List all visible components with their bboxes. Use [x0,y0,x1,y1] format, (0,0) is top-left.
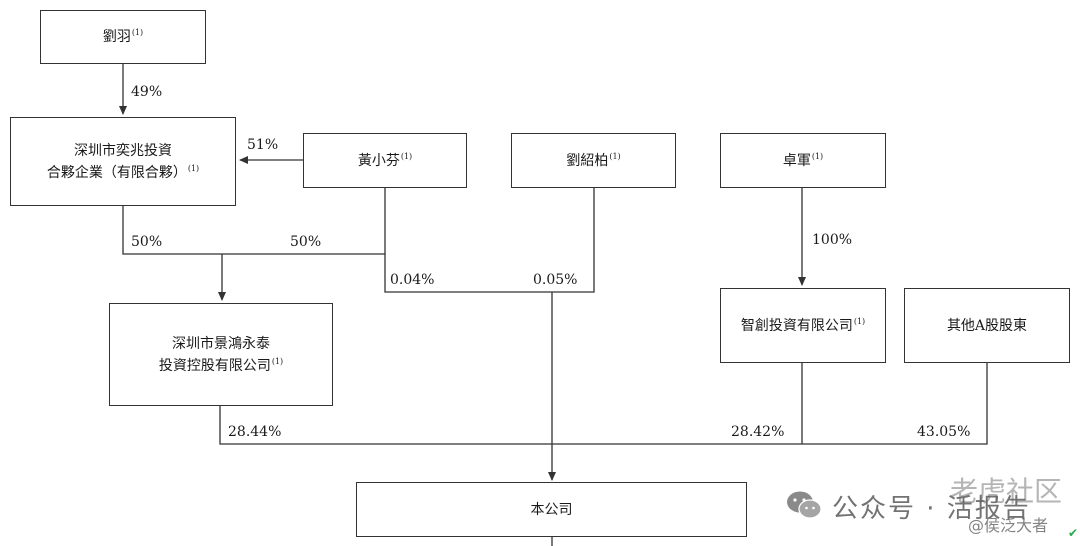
pct-liu-shaobo-to-company: 0.05% [533,272,578,288]
entity-company: 本公司 [356,482,747,537]
note-marker: (1) [609,151,621,161]
entity-others: 其他A股股東 [904,288,1070,363]
huang-label: 黃小芬(1) [358,150,412,172]
liu-shaobo-name: 劉紹柏 [566,152,609,169]
note-marker: (1) [400,151,413,161]
company-label: 本公司 [530,501,573,518]
zhuo-name: 卓軍 [782,152,811,169]
entity-yizhao: 深圳市奕兆投資 合夥企業（有限合夥）(1) [10,117,236,206]
yizhao-line2-text: 合夥企業（有限合夥） [46,164,187,181]
note-marker: (1) [853,316,866,326]
zhichuang-label: 智創投資有限公司(1) [741,315,865,337]
jinghong-line2: 投資控股有限公司(1) [159,355,283,377]
note-marker: (1) [187,163,200,173]
liu-yu-name: 劉羽 [102,29,131,45]
pct-huang-to-company: 0.04% [390,272,435,288]
note-marker: (1) [271,356,284,366]
pct-zhuo-to-zhichuang: 100% [812,232,853,248]
note-marker: (1) [811,151,824,161]
others-label: 其他A股股東 [946,317,1028,334]
pct-jinghong-to-company: 28.44% [228,424,282,440]
entity-liu-yu: 劉羽(1) [40,10,206,64]
note-marker: (1) [131,28,144,38]
liu-shaobo-label: 劉紹柏(1) [566,150,620,172]
entity-jinghong: 深圳市景鴻永泰 投資控股有限公司(1) [109,303,333,406]
pct-liu-to-yizhao: 49% [131,84,163,100]
yizhao-line1: 深圳市奕兆投資 [74,142,172,159]
edge-bottom-collector [219,363,988,445]
pct-yizhao-to-jinghong: 50% [131,234,163,250]
zhichuang-name: 智創投資有限公司 [740,317,853,334]
jinghong-line1: 深圳市景鴻永泰 [172,335,270,352]
pct-huang-to-yizhao: 51% [247,137,279,153]
yizhao-line2: 合夥企業（有限合夥）(1) [47,162,199,184]
entity-liu-shaobo: 劉紹柏(1) [511,133,676,188]
entity-zhichuang: 智創投資有限公司(1) [720,288,886,363]
huang-name: 黃小芬 [357,152,400,169]
entity-huang: 黃小芬(1) [303,133,467,188]
zhuo-label: 卓軍(1) [783,150,823,172]
edge-huang-liushaobo [384,188,595,293]
entity-zhuo: 卓軍(1) [720,133,886,188]
pct-others-to-company: 43.05% [917,424,971,440]
entity-liu-yu-label: 劉羽(1) [103,26,143,48]
pct-zhichuang-to-company: 28.42% [731,424,785,440]
pct-huang-to-jinghong: 50% [290,234,322,250]
jinghong-line2-text: 投資控股有限公司 [158,357,271,374]
edge-yizhao-jinghong [122,188,386,255]
